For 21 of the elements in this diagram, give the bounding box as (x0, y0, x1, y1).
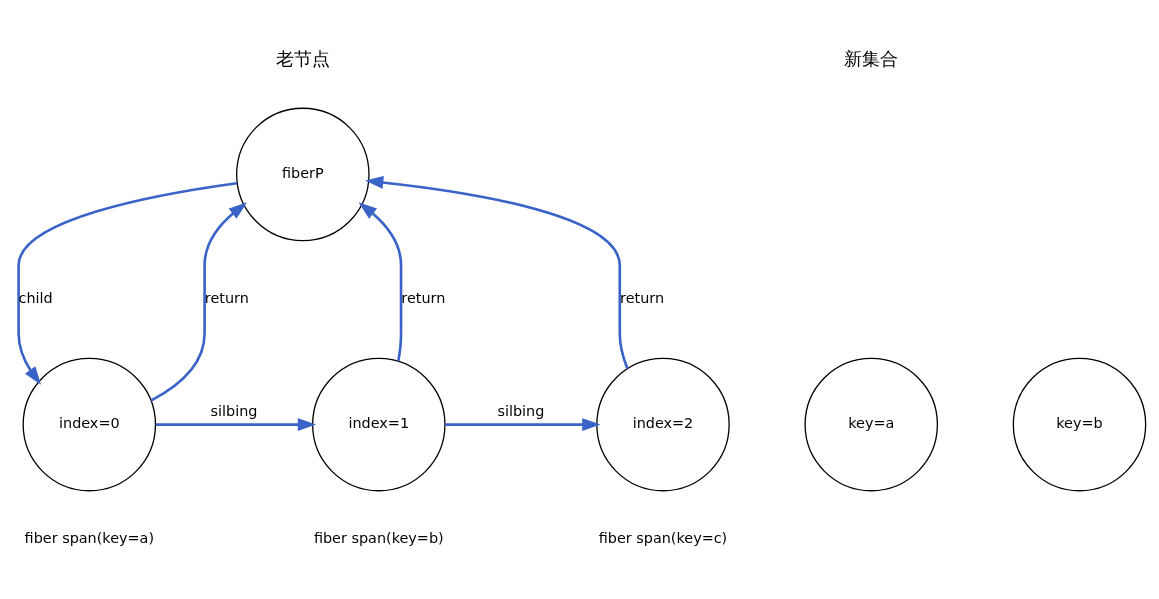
node-label: fiber span(key=b) (313, 529, 444, 546)
edge-label: silbing (497, 403, 545, 420)
edge-label: return (401, 290, 446, 307)
arrow (364, 176, 629, 370)
edge-label: return (204, 290, 249, 307)
arrow (155, 418, 317, 431)
label: 老节点 (275, 47, 330, 69)
node-circle: index=2 (596, 357, 730, 492)
arrow (17, 181, 238, 385)
arrow (445, 418, 601, 431)
arrow (150, 202, 248, 402)
label: 新集合 (844, 47, 899, 69)
node-circle: key=b (1012, 357, 1147, 492)
edge-label: return (620, 290, 665, 307)
node-label: fiber span(key=c) (598, 529, 728, 546)
arrow (358, 202, 403, 362)
node-circle: index=1 (312, 357, 446, 492)
node-label: fiber span(key=a) (24, 529, 155, 546)
node-circle: fiberP (236, 107, 370, 242)
node-circle: key=a (804, 357, 939, 492)
edge-label: silbing (210, 403, 258, 420)
